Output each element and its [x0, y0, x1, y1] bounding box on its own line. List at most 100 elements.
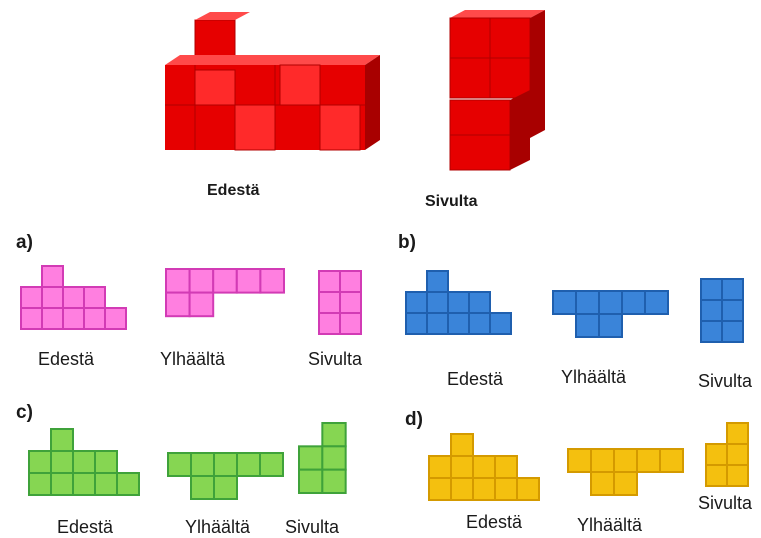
option-d-top-view[interactable]	[567, 448, 687, 496]
grid-cell	[489, 312, 512, 335]
top-front-label: Edestä	[207, 182, 260, 199]
grid-cell	[188, 268, 215, 294]
option-b-side-view[interactable]	[700, 278, 750, 343]
grid-cell	[494, 477, 518, 501]
option-c-top-view[interactable]	[167, 452, 287, 500]
option-d-side-label: Sivulta	[698, 493, 753, 513]
grid-cell	[50, 472, 74, 496]
grid-cell	[705, 464, 728, 487]
option-c-front-view[interactable]	[28, 428, 153, 496]
grid-cell	[721, 299, 744, 322]
grid-cell	[659, 448, 684, 473]
option-a-side-label: Sivulta	[308, 349, 363, 369]
grid-cell	[235, 268, 262, 294]
option-c-top-label: Ylhäältä	[185, 517, 251, 537]
grid-cell	[468, 312, 491, 335]
grid-cell	[50, 428, 74, 452]
grid-cell	[726, 443, 749, 466]
grid-cell	[700, 278, 723, 301]
option-b-front-view[interactable]	[405, 270, 530, 335]
grid-cell	[552, 290, 577, 315]
grid-cell	[636, 448, 661, 473]
grid-cell	[50, 450, 74, 474]
grid-cell	[705, 443, 728, 466]
grid-cell	[721, 278, 744, 301]
grid-cell	[165, 268, 191, 294]
grid-cell	[339, 312, 362, 335]
grid-cell	[339, 291, 362, 314]
grid-cell	[321, 445, 347, 471]
option-a-side-view[interactable]	[318, 270, 368, 335]
grid-cell	[426, 291, 449, 314]
grid-cell	[598, 313, 623, 338]
grid-cell	[259, 452, 284, 477]
grid-cell	[621, 290, 646, 315]
grid-cell	[321, 422, 347, 448]
grid-cell	[590, 471, 615, 496]
option-b-front-label: Edestä	[447, 369, 504, 389]
grid-cell	[468, 291, 491, 314]
option-d-letter: d)	[405, 409, 423, 430]
option-d-side-view[interactable]	[705, 422, 755, 487]
grid-cell	[426, 270, 449, 293]
grid-cell	[41, 265, 64, 288]
grid-cell	[212, 268, 238, 294]
grid-cell	[472, 455, 496, 479]
grid-cell	[318, 270, 341, 293]
grid-cell	[94, 450, 118, 474]
grid-cell	[83, 286, 106, 309]
grid-cell	[613, 471, 638, 496]
grid-cell	[726, 464, 749, 487]
grid-cell	[236, 452, 261, 477]
grid-cell	[190, 475, 215, 500]
option-c-letter: c)	[16, 402, 33, 423]
grid-cell	[213, 452, 238, 477]
grid-cell	[726, 422, 749, 445]
grid-cell	[494, 455, 518, 479]
grid-cell	[516, 477, 540, 501]
option-b-side-label: Sivulta	[698, 371, 753, 391]
grid-cell	[721, 320, 744, 343]
grid-cell	[598, 290, 623, 315]
option-a-top-label: Ylhäältä	[160, 349, 226, 369]
option-c-side-label: Sivulta	[285, 517, 340, 537]
grid-cell	[41, 307, 64, 330]
side-3d-figure	[449, 10, 545, 171]
grid-cell	[567, 448, 592, 473]
grid-cell	[213, 475, 238, 500]
grid-cell	[644, 290, 669, 315]
grid-cell	[298, 468, 324, 494]
grid-cell	[41, 286, 64, 309]
option-d-front-view[interactable]	[428, 433, 553, 501]
grid-cell	[298, 445, 324, 471]
grid-cell	[188, 291, 215, 318]
grid-cell	[259, 268, 285, 294]
option-c-front-label: Edestä	[57, 517, 114, 537]
grid-cell	[450, 455, 474, 479]
grid-cell	[450, 477, 474, 501]
grid-cell	[700, 320, 723, 343]
grid-cell	[72, 472, 96, 496]
grid-cell	[62, 286, 85, 309]
front-3d-cubes	[165, 12, 380, 151]
option-a-top-view[interactable]	[165, 268, 285, 323]
option-b-top-view[interactable]	[552, 290, 672, 338]
grid-cell	[447, 291, 470, 314]
grid-cell	[472, 477, 496, 501]
top-side-label: Sivulta	[425, 193, 478, 210]
option-a-front-view[interactable]	[20, 265, 140, 330]
option-b-top-label: Ylhäältä	[561, 367, 627, 387]
grid-cell	[428, 477, 452, 501]
grid-cell	[590, 448, 615, 473]
grid-cell	[28, 472, 52, 496]
grid-cell	[167, 452, 192, 477]
grid-cell	[450, 433, 474, 457]
grid-cell	[426, 312, 449, 335]
grid-cell	[94, 472, 118, 496]
grid-cell	[20, 307, 43, 330]
grid-cell	[613, 448, 638, 473]
option-a-letter: a)	[16, 232, 33, 253]
grid-cell	[116, 472, 140, 496]
option-c-side-view[interactable]	[298, 422, 348, 494]
grid-cell	[83, 307, 106, 330]
